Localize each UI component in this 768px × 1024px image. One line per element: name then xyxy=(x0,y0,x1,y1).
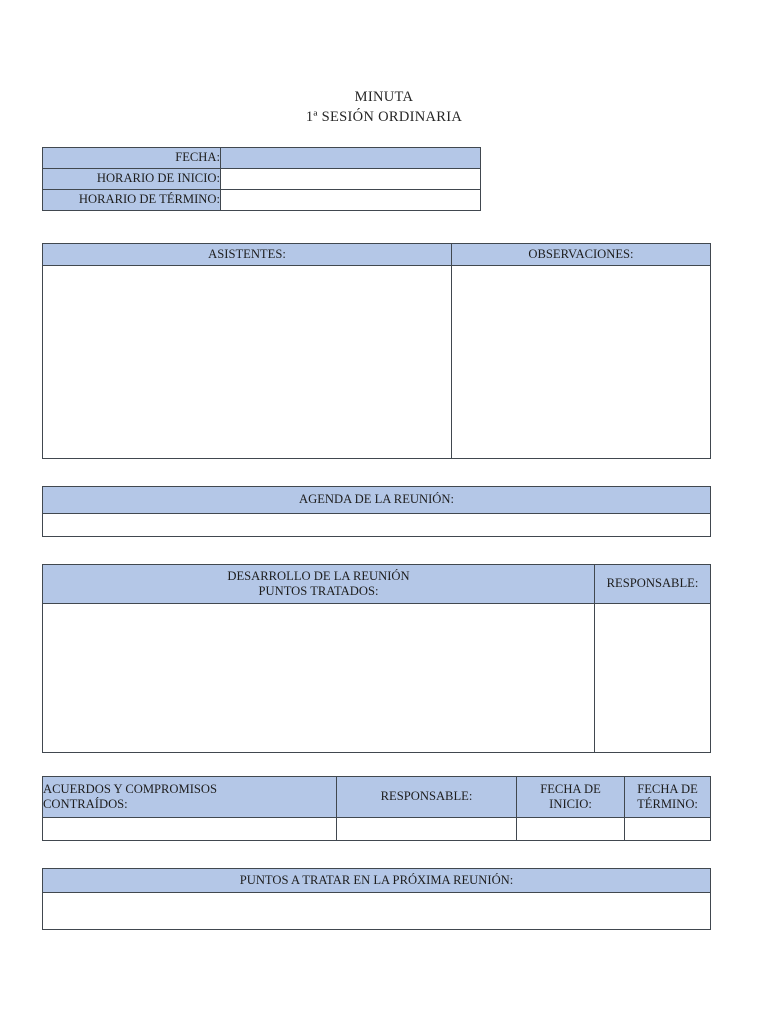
header-acuerdos-responsable: RESPONSABLE: xyxy=(336,776,517,818)
header-desarrollo: DESARROLLO DE LA REUNIÓN PUNTOS TRATADOS… xyxy=(42,564,595,604)
field-fecha-inicio-value[interactable] xyxy=(516,817,625,841)
field-observaciones-value[interactable] xyxy=(451,265,711,459)
table-header-row: AGENDA DE LA REUNIÓN: xyxy=(42,486,711,514)
document-title: MINUTA 1ª SESIÓN ORDINARIA xyxy=(0,88,768,127)
header-acuerdos: ACUERDOS Y COMPROMISOS CONTRAÍDOS: xyxy=(42,776,337,818)
table-row xyxy=(42,513,711,537)
table-row: FECHA: xyxy=(42,147,481,169)
table-row xyxy=(42,892,711,930)
header-desarrollo-responsable: RESPONSABLE: xyxy=(594,564,711,604)
header-puntos-proxima-reunion: PUNTOS A TRATAR EN LA PRÓXIMA REUNIÓN: xyxy=(42,868,711,893)
next-meeting-table: PUNTOS A TRATAR EN LA PRÓXIMA REUNIÓN: xyxy=(42,868,711,930)
title-line-sesion: 1ª SESIÓN ORDINARIA xyxy=(305,108,463,125)
label-horario-termino: HORARIO DE TÉRMINO: xyxy=(42,189,221,211)
label-fecha: FECHA: xyxy=(42,147,221,169)
agreements-table: ACUERDOS Y COMPROMISOS CONTRAÍDOS: RESPO… xyxy=(42,776,711,841)
table-header-row: ACUERDOS Y COMPROMISOS CONTRAÍDOS: RESPO… xyxy=(42,776,711,818)
table-row: HORARIO DE INICIO: xyxy=(42,168,481,190)
field-fecha-termino-value[interactable] xyxy=(624,817,711,841)
header-agenda: AGENDA DE LA REUNIÓN: xyxy=(42,486,711,514)
field-puntos-proxima-reunion-value[interactable] xyxy=(42,892,711,930)
label-horario-inicio: HORARIO DE INICIO: xyxy=(42,168,221,190)
field-horario-termino-value[interactable] xyxy=(220,189,481,211)
header-fecha-inicio-line-2: INICIO: xyxy=(549,797,592,811)
header-asistentes: ASISTENTES: xyxy=(42,243,452,266)
field-desarrollo-responsable-value[interactable] xyxy=(594,603,711,753)
header-acuerdos-line-1: ACUERDOS Y COMPROMISOS xyxy=(43,781,218,796)
table-header-row: PUNTOS A TRATAR EN LA PRÓXIMA REUNIÓN: xyxy=(42,868,711,893)
table-row xyxy=(42,603,711,753)
table-row: HORARIO DE TÉRMINO: xyxy=(42,189,481,211)
title-line-minuta: MINUTA xyxy=(354,89,414,105)
header-acuerdos-line-2: CONTRAÍDOS: xyxy=(43,797,128,811)
header-fecha-termino: FECHA DE TÉRMINO: xyxy=(624,776,711,818)
field-acuerdos-value[interactable] xyxy=(42,817,337,841)
agenda-table: AGENDA DE LA REUNIÓN: xyxy=(42,486,711,537)
meeting-info-table: FECHA: HORARIO DE INICIO: HORARIO DE TÉR… xyxy=(42,147,481,211)
field-asistentes-value[interactable] xyxy=(42,265,452,459)
table-header-row: DESARROLLO DE LA REUNIÓN PUNTOS TRATADOS… xyxy=(42,564,711,604)
field-fecha-value[interactable] xyxy=(220,147,481,169)
field-agenda-value[interactable] xyxy=(42,513,711,537)
header-fecha-inicio: FECHA DE INICIO: xyxy=(516,776,625,818)
table-row xyxy=(42,817,711,841)
header-observaciones: OBSERVACIONES: xyxy=(451,243,711,266)
table-header-row: ASISTENTES: OBSERVACIONES: xyxy=(42,243,711,266)
header-desarrollo-line-2: PUNTOS TRATADOS: xyxy=(258,584,379,598)
header-desarrollo-line-1: DESARROLLO DE LA REUNIÓN xyxy=(227,568,410,583)
header-fecha-inicio-line-1: FECHA DE xyxy=(540,781,601,796)
field-acuerdos-responsable-value[interactable] xyxy=(336,817,517,841)
table-row xyxy=(42,265,711,459)
header-fecha-termino-line-2: TÉRMINO: xyxy=(637,797,698,811)
field-horario-inicio-value[interactable] xyxy=(220,168,481,190)
header-fecha-termino-line-1: FECHA DE xyxy=(637,781,698,796)
attendees-table: ASISTENTES: OBSERVACIONES: xyxy=(42,243,711,459)
development-table: DESARROLLO DE LA REUNIÓN PUNTOS TRATADOS… xyxy=(42,564,711,753)
field-puntos-tratados-value[interactable] xyxy=(42,603,595,753)
